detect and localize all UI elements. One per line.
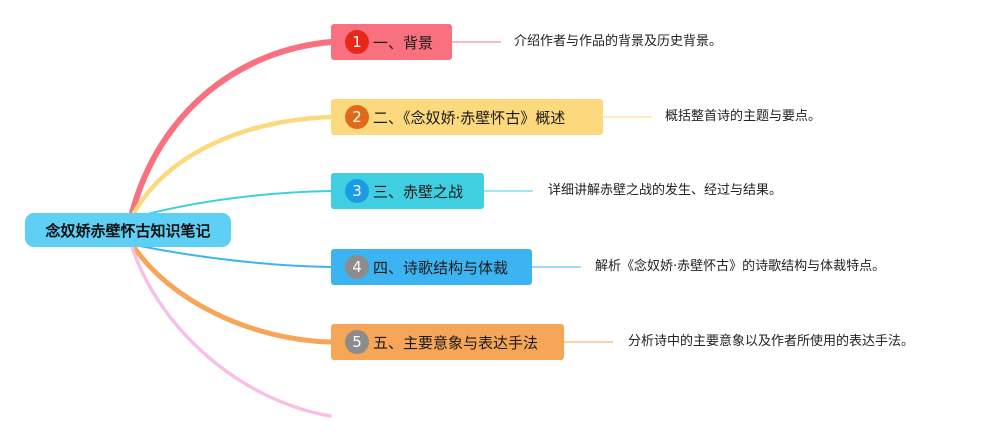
branch-node-1[interactable]: 1 一、背景 xyxy=(331,24,452,60)
branch-number-badge-3: 3 xyxy=(345,179,369,203)
branch-node-2[interactable]: 2 二、《念奴娇·赤壁怀古》概述 xyxy=(331,99,603,135)
branch-label-3: 三、赤壁之战 xyxy=(373,182,464,201)
branch-number-badge-2: 2 xyxy=(345,105,369,129)
connector-branch-1 xyxy=(129,39,334,216)
branch-note-2: 概括整首诗的主题与要点。 xyxy=(665,109,822,124)
root-node-label: 念奴娇赤壁怀古知识笔记 xyxy=(45,221,211,240)
connector-extra xyxy=(130,245,332,418)
branch-note-1: 介绍作者与作品的背景及历史背景。 xyxy=(514,34,723,49)
branch-note-5: 分析诗中的主要意象以及作者所使用的表达手法。 xyxy=(628,334,915,349)
root-node[interactable]: 念奴娇赤壁怀古知识笔记 xyxy=(25,213,231,247)
connector-branch-5 xyxy=(131,244,334,345)
branch-label-4: 四、诗歌结构与体裁 xyxy=(373,258,509,277)
branch-node-4[interactable]: 4 四、诗歌结构与体裁 xyxy=(331,249,532,285)
connector-branch-4 xyxy=(139,245,332,268)
branch-number-badge-4: 4 xyxy=(345,255,369,279)
branch-label-2: 二、《念奴娇·赤壁怀古》概述 xyxy=(373,108,566,127)
branch-number-badge-5: 5 xyxy=(345,330,369,354)
branch-node-5[interactable]: 5 五、主要意象与表达手法 xyxy=(331,324,564,360)
connector-branch-3 xyxy=(139,190,332,217)
branch-note-4: 解析《念奴娇·赤壁怀古》的诗歌结构与体裁特点。 xyxy=(595,259,886,274)
connector-branch-2 xyxy=(131,114,334,216)
branch-node-3[interactable]: 3 三、赤壁之战 xyxy=(331,173,484,209)
branch-note-3: 详细讲解赤壁之战的发生、经过与结果。 xyxy=(548,183,783,198)
branch-number-badge-1: 1 xyxy=(345,30,369,54)
branch-label-1: 一、背景 xyxy=(373,33,434,52)
branch-label-5: 五、主要意象与表达手法 xyxy=(373,333,539,352)
